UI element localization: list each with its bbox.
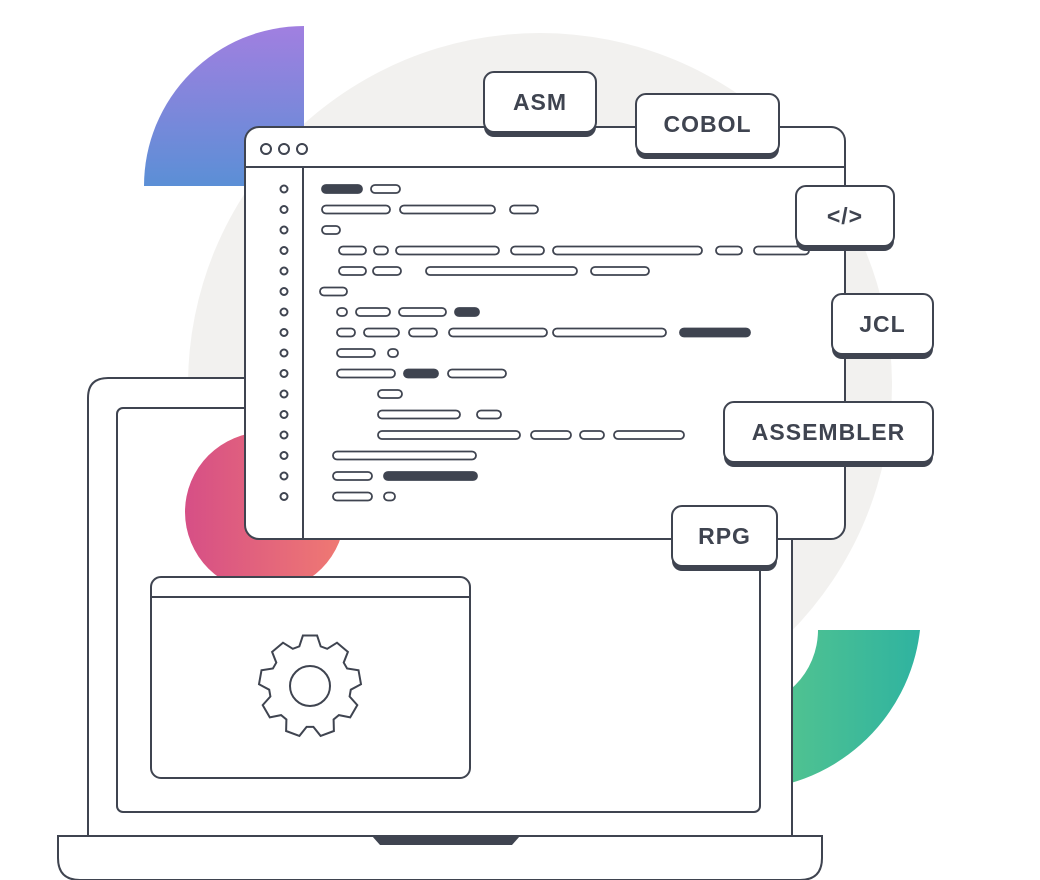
- code-token: [338, 245, 367, 256]
- gutter-dot: [279, 492, 289, 501]
- code-token: [370, 184, 401, 194]
- code-token: [395, 245, 500, 256]
- code-token: [679, 327, 751, 338]
- settings-window: [150, 576, 471, 779]
- code-token: [321, 225, 341, 235]
- gear-icon: [257, 634, 363, 738]
- code-token: [383, 491, 396, 502]
- gutter-dot: [279, 430, 289, 440]
- code-lines: [319, 184, 810, 502]
- code-token: [321, 204, 391, 215]
- code-token: [552, 327, 667, 338]
- code-token: [398, 307, 447, 317]
- tag-jcl: JCL: [831, 293, 934, 355]
- code-window: [244, 126, 846, 540]
- code-token: [332, 491, 373, 502]
- gutter-dot: [279, 410, 289, 419]
- code-token: [447, 368, 507, 379]
- tag-code: </>: [795, 185, 895, 247]
- code-token: [590, 266, 650, 276]
- code-token: [448, 327, 548, 338]
- code-token: [509, 204, 539, 215]
- line-gutter: [279, 184, 289, 501]
- gutter-dot: [279, 205, 289, 214]
- code-token: [399, 204, 496, 215]
- gutter-dot: [279, 287, 289, 296]
- gutter-dot: [279, 307, 289, 317]
- gutter-dot: [279, 471, 289, 481]
- gutter-dot: [279, 328, 289, 337]
- gutter-dot: [279, 389, 289, 399]
- code-token: [363, 327, 400, 338]
- code-token: [336, 368, 396, 379]
- code-token: [372, 266, 402, 276]
- laptop-base: [57, 835, 823, 880]
- code-token: [579, 430, 605, 440]
- code-token: [387, 348, 399, 358]
- gutter-dot: [279, 225, 289, 235]
- code-token: [336, 348, 376, 358]
- gutter-dot: [279, 246, 289, 255]
- code-token: [476, 409, 502, 420]
- code-token: [552, 245, 703, 256]
- tag-assembler: ASSEMBLER: [723, 401, 934, 463]
- gutter-dot: [279, 348, 289, 358]
- code-token: [336, 307, 348, 317]
- tag-asm: ASM: [483, 71, 597, 133]
- code-token: [753, 245, 810, 256]
- code-token: [319, 286, 348, 297]
- code-token: [321, 184, 363, 194]
- code-token: [355, 307, 391, 317]
- gutter-dot: [279, 266, 289, 276]
- code-token: [377, 430, 521, 440]
- gutter-dot: [279, 369, 289, 378]
- code-token: [715, 245, 743, 256]
- gutter-dot: [279, 451, 289, 460]
- code-token: [377, 409, 461, 420]
- code-token: [377, 389, 403, 399]
- code-token: [510, 245, 545, 256]
- code-token: [425, 266, 578, 276]
- window-dots-icon: [260, 143, 308, 155]
- code-token: [454, 307, 480, 317]
- code-token: [403, 368, 439, 379]
- code-token: [332, 471, 373, 481]
- laptop-notch: [372, 836, 520, 845]
- gutter-dot: [279, 184, 289, 194]
- tag-rpg: RPG: [671, 505, 778, 567]
- code-token: [338, 266, 367, 276]
- code-token: [383, 471, 478, 481]
- code-token: [408, 327, 438, 338]
- code-token: [373, 245, 389, 256]
- code-token: [332, 450, 477, 461]
- code-token: [336, 327, 356, 338]
- code-token: [613, 430, 685, 440]
- code-token: [530, 430, 572, 440]
- tag-cobol: COBOL: [635, 93, 780, 155]
